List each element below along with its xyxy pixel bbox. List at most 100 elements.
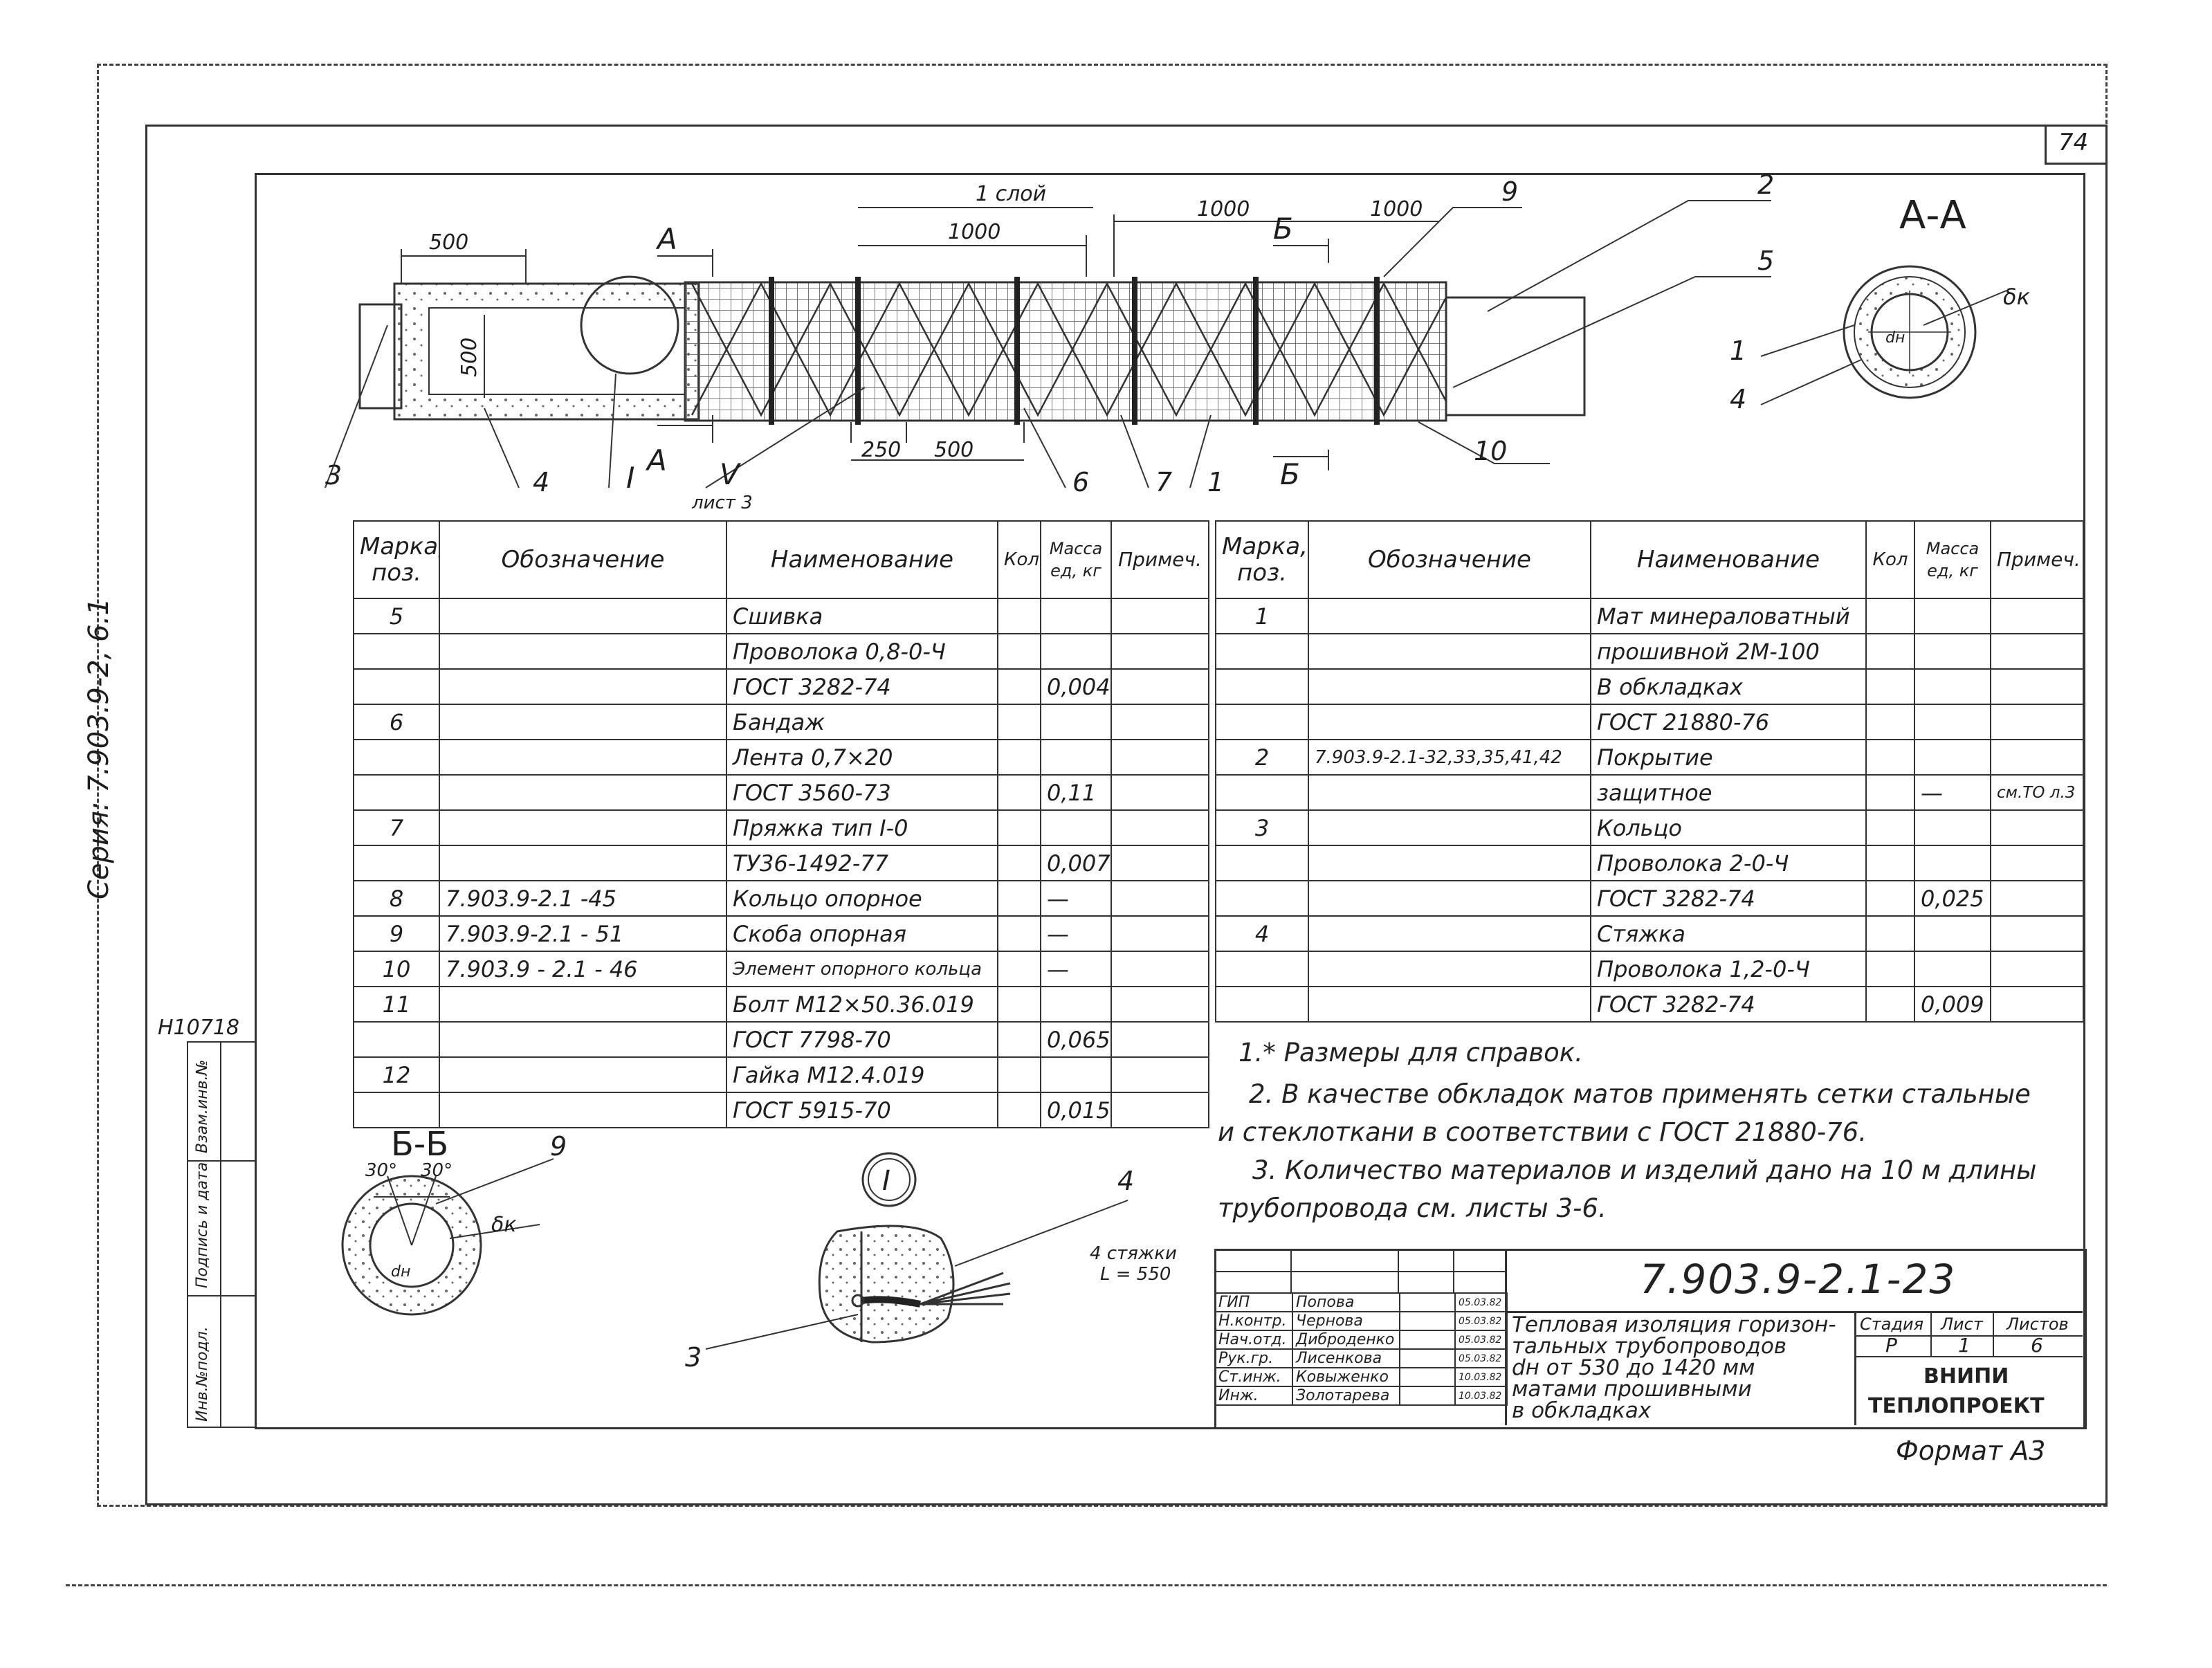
spec-right-cell-mark: 3	[1215, 809, 1309, 846]
sheet-label: Лист	[1941, 1314, 1983, 1334]
format-label: Формат А3	[1896, 1436, 2046, 1466]
people-cell-date: 05.03.82	[1454, 1311, 1508, 1331]
spec-right-cell-note	[1990, 633, 2084, 670]
spec-left-cell-qty	[997, 704, 1041, 740]
spec-right-cell-mark	[1215, 880, 1309, 917]
spec-left-cell-mark	[353, 1092, 440, 1128]
spec-right-cell-des	[1308, 845, 1591, 881]
spec-left-cell-qty	[997, 915, 1041, 952]
spec-left-cell-name: Пряжка тип I-0	[726, 809, 998, 846]
spec-left-cell-note	[1110, 880, 1209, 917]
section-aa-dn: dн	[1885, 329, 1905, 347]
spec-left-cell-des: 7.903.9 - 2.1 - 46	[439, 951, 727, 987]
note-1: 1.* Размеры для справок.	[1238, 1038, 1583, 1067]
spec-right-cell-name: ГОСТ 21880-76	[1590, 704, 1867, 740]
header-mark: Марка, поз.	[353, 520, 440, 599]
spec-left-cell-des	[439, 668, 727, 705]
spec-left-cell-des	[439, 1056, 727, 1093]
spec-left-cell-mark	[353, 633, 440, 670]
spec-left-cell-name: ГОСТ 7798-70	[726, 1021, 998, 1058]
spec-left-cell-name: ГОСТ 3560-73	[726, 774, 998, 811]
spec-left-cell-note	[1110, 739, 1209, 776]
section-aa-delta: δк	[2003, 284, 2031, 310]
spec-right-cell-des	[1308, 880, 1591, 917]
spec-right-cell-mass	[1914, 951, 1991, 987]
people-cell-date: 05.03.82	[1454, 1348, 1508, 1368]
people-cell-role: Рук.гр.	[1214, 1348, 1293, 1368]
leader-6: 6	[1072, 467, 1089, 497]
spec-right-cell-des	[1308, 915, 1591, 952]
spec-right-cell-name: Мат минераловатный	[1590, 598, 1867, 634]
detail-i-length: L = 550	[1100, 1264, 1171, 1285]
spec-right-cell-name: Проволока 1,2-0-Ч	[1590, 951, 1867, 987]
dim-500-vertical: 500	[457, 338, 482, 377]
spec-left-cell-qty	[997, 1092, 1041, 1128]
spec-left-cell-name: Проволока 0,8-0-Ч	[726, 633, 998, 670]
spec-right-cell-note	[1990, 809, 2084, 846]
spec-right-cell-note	[1990, 668, 2084, 705]
spec-left-cell-qty	[997, 739, 1041, 776]
people-cell-sig	[1399, 1386, 1456, 1406]
spec-right-row: 1 Мат минераловатный	[1215, 598, 2084, 634]
detail-i-ties: 4 стяжки	[1090, 1243, 1177, 1264]
spec-left-cell-des	[439, 1021, 727, 1058]
drawing-frame	[255, 173, 2085, 1429]
spec-right-cell-mass: —	[1914, 774, 1991, 811]
spec-right-cell-mark	[1215, 845, 1309, 881]
page-number: 74	[2058, 129, 2089, 156]
spec-right-cell-note	[1990, 845, 2084, 881]
spec-right-cell-mass	[1914, 809, 1991, 846]
insulation-diagonals	[691, 282, 1447, 417]
leader-2: 2	[1757, 169, 1774, 200]
header-qty: Кол	[997, 520, 1041, 599]
spec-right-row: ГОСТ 21880-76	[1215, 704, 2084, 740]
spec-left-cell-mass: 0,004	[1040, 668, 1112, 705]
title-line-3: dн от 530 до 1420 мм	[1512, 1355, 1755, 1380]
spec-left-cell-des	[439, 774, 727, 811]
side-stamp-replace-label: Взам.инв.№	[194, 1059, 211, 1153]
sheet-value: 1	[1958, 1334, 1971, 1357]
people-cell-role: Н.контр.	[1214, 1311, 1293, 1331]
outer-dashed-frame-bottom	[66, 1584, 2107, 1586]
spec-right-cell-note: см.ТО л.3	[1990, 774, 2084, 811]
spec-left-cell-name: Бандаж	[726, 704, 998, 740]
spec-left-cell-name: ГОСТ 5915-70	[726, 1092, 998, 1128]
spec-right-cell-des	[1308, 668, 1591, 705]
spec-left-cell-mass	[1040, 598, 1112, 634]
header-note-r: Примеч.	[1990, 520, 2084, 599]
spec-left-cell-note	[1110, 598, 1209, 634]
spec-right-cell-qty	[1865, 880, 1915, 917]
section-bb-leader-9: 9	[550, 1131, 567, 1162]
spec-right-cell-qty	[1865, 915, 1915, 952]
dim-500-bottom: 500	[934, 438, 974, 462]
spec-right-cell-name: Кольцо	[1590, 809, 1867, 846]
spec-left-cell-des: 7.903.9-2.1 -45	[439, 880, 727, 917]
spec-right-cell-des	[1308, 951, 1591, 987]
header-designation-r: Обозначение	[1308, 520, 1591, 599]
spec-left-row: Проволока 0,8-0-Ч	[353, 633, 1209, 670]
spec-right-cell-mark: 1	[1215, 598, 1309, 634]
spec-right-cell-mass: 0,009	[1914, 986, 1991, 1023]
spec-left-cell-qty	[997, 1021, 1041, 1058]
spec-table-right: Марка, поз. Обозначение Наименование Кол…	[1215, 520, 2084, 1023]
leader-5: 5	[1757, 246, 1774, 276]
section-bb-delta: δк	[491, 1213, 516, 1237]
people-cell-name: Диброденко	[1292, 1330, 1400, 1350]
spec-right-cell-qty	[1865, 668, 1915, 705]
spec-right-cell-mark	[1215, 704, 1309, 740]
spec-left-cell-note	[1110, 668, 1209, 705]
spec-right-cell-name: Стяжка	[1590, 915, 1867, 952]
spec-left-cell-des	[439, 986, 727, 1023]
spec-left-cell-name: Сшивка	[726, 598, 998, 634]
spec-right-cell-mass	[1914, 633, 1991, 670]
spec-right-cell-des	[1308, 986, 1591, 1023]
spec-left-cell-note	[1110, 915, 1209, 952]
note-3b: трубопровода см. листы 3-6.	[1218, 1193, 1607, 1223]
spec-left-cell-mark	[353, 668, 440, 705]
